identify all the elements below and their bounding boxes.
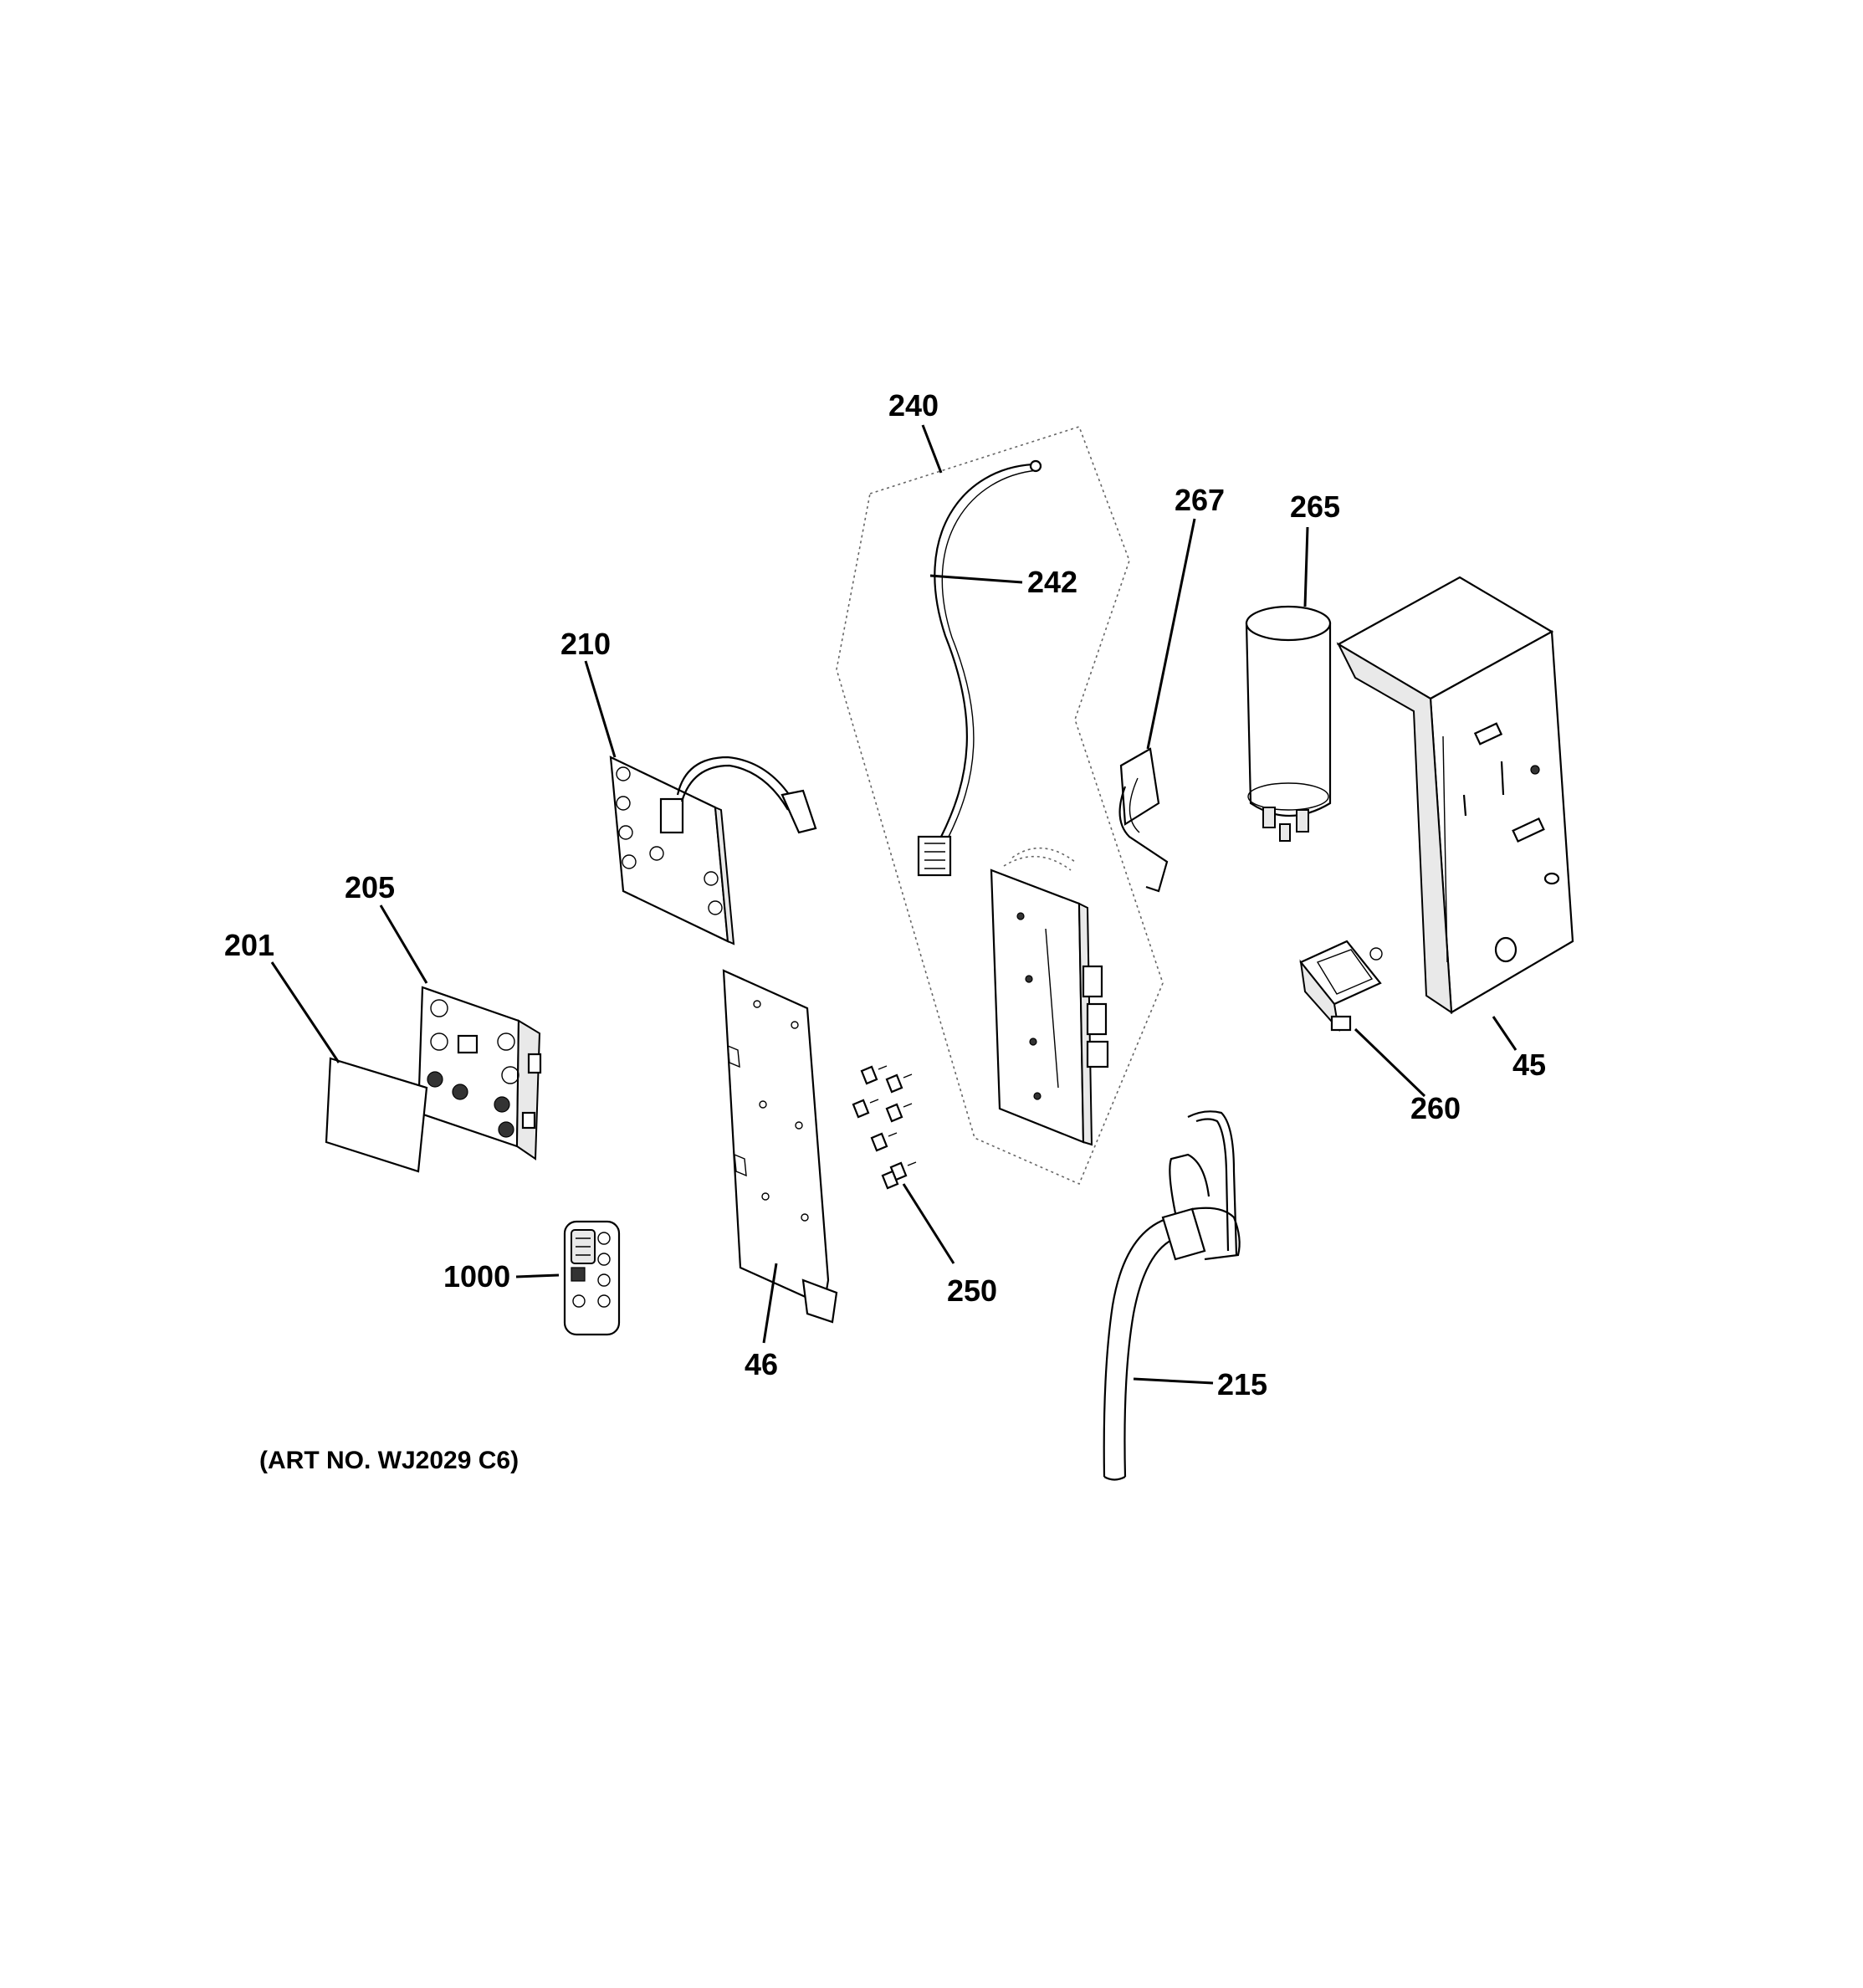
label-210: 210 [560, 627, 611, 661]
label-250: 250 [947, 1273, 997, 1308]
label-265: 265 [1290, 489, 1340, 524]
pcb-210 [609, 756, 817, 945]
relay-260 [1299, 940, 1383, 1032]
label-205: 205 [345, 870, 395, 904]
wire-harness-242 [917, 459, 1042, 877]
clip-267 [1118, 747, 1169, 893]
label-46: 46 [745, 1347, 778, 1381]
group-outline-240 [836, 426, 1164, 1186]
label-267: 267 [1175, 483, 1225, 517]
remote-control-1000 [563, 1220, 621, 1336]
capacitor-265 [1245, 605, 1332, 842]
label-45: 45 [1512, 1048, 1546, 1082]
control-box-45 [1336, 576, 1574, 1014]
label-215: 215 [1217, 1367, 1267, 1401]
overlay-201 [325, 1057, 428, 1173]
label-1000: 1000 [443, 1259, 510, 1294]
control-board-240 [990, 847, 1109, 1146]
art-number: (ART NO. WJ2029 C6) [259, 1447, 519, 1474]
control-panel-205 [417, 986, 542, 1161]
label-242: 242 [1027, 565, 1077, 599]
label-201: 201 [224, 928, 274, 962]
fasteners-250 [852, 1065, 917, 1190]
mounting-plate-46 [722, 969, 838, 1324]
drain-hose-215 [1103, 1110, 1241, 1481]
part-labels: 240 242 267 265 210 205 201 45 260 250 1… [224, 388, 1546, 1401]
leader-lines [270, 424, 1518, 1385]
label-260: 260 [1410, 1091, 1461, 1125]
label-240: 240 [888, 388, 939, 423]
